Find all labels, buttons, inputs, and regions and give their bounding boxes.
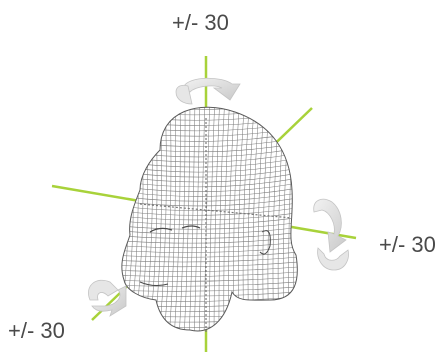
mesh-contour: [121, 210, 298, 221]
mesh-contour: [121, 200, 298, 211]
mesh-contour: [121, 215, 298, 225]
mesh-contour: [121, 107, 298, 110]
mesh-contour: [110, 336, 310, 343]
mesh-meridian: [168, 107, 176, 331]
roll-rotation-arrow-icon: [88, 279, 127, 317]
mesh-contour: [121, 205, 298, 216]
yaw-angle-label: +/- 30: [172, 10, 229, 35]
center-guides: [139, 118, 293, 334]
mesh-contour: [121, 225, 298, 235]
yaw-rotation-arrow-icon: [175, 77, 241, 105]
mesh-contour: [121, 275, 298, 282]
wireframe-head-icon: [110, 95, 310, 343]
pitch-angle-label: +/- 30: [379, 232, 436, 257]
mesh-meridian: [304, 95, 310, 340]
mesh-meridian: [218, 107, 226, 331]
mesh-contour: [121, 330, 298, 331]
mesh-contour: [121, 235, 298, 244]
mesh-meridian: [293, 107, 298, 331]
pitch-rotation-arrow-icon: [313, 198, 349, 271]
mesh-meridian: [299, 95, 305, 340]
mesh-contour: [121, 220, 298, 230]
roll-angle-label: +/- 30: [8, 318, 65, 343]
mesh-meridian: [188, 107, 196, 331]
mesh-meridian: [208, 107, 216, 331]
mesh-meridian: [163, 107, 172, 331]
mesh-meridian: [193, 107, 201, 331]
mesh-contour: [121, 285, 298, 292]
mesh-meridian: [183, 107, 191, 331]
mesh-meridian: [223, 107, 231, 331]
mesh-meridian: [213, 107, 221, 331]
mesh-meridian: [198, 107, 206, 331]
mesh-meridian: [173, 107, 181, 331]
mesh-contour: [110, 96, 310, 104]
mesh-contour: [121, 230, 298, 239]
mesh-contour: [121, 240, 298, 249]
mesh-meridian: [178, 107, 186, 331]
